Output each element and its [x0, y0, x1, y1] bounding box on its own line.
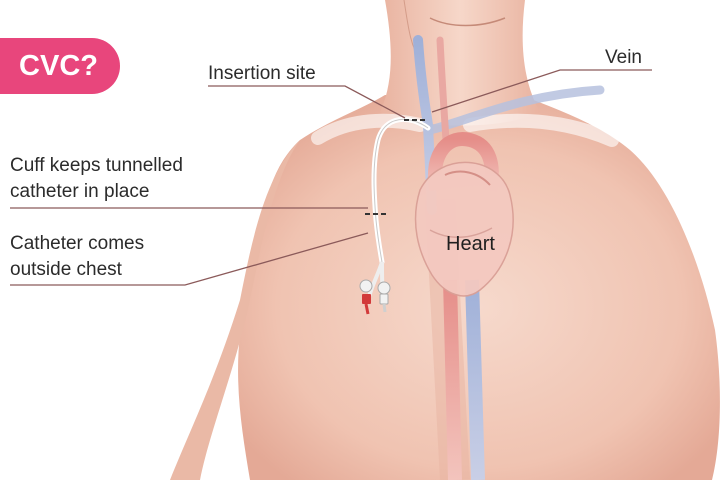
label-catheter-line1: Catheter comes — [10, 232, 144, 256]
label-insertion-site: Insertion site — [208, 62, 316, 86]
label-vein: Vein — [605, 46, 642, 70]
cvc-badge: CVC? — [0, 38, 120, 94]
label-cuff-line2: catheter in place — [10, 180, 149, 204]
label-cuff-line1: Cuff keeps tunnelled — [10, 154, 183, 178]
descending-aorta — [450, 280, 455, 480]
label-heart: Heart — [446, 232, 495, 256]
vena-cava — [472, 280, 478, 480]
label-catheter-line2: outside chest — [10, 258, 122, 282]
